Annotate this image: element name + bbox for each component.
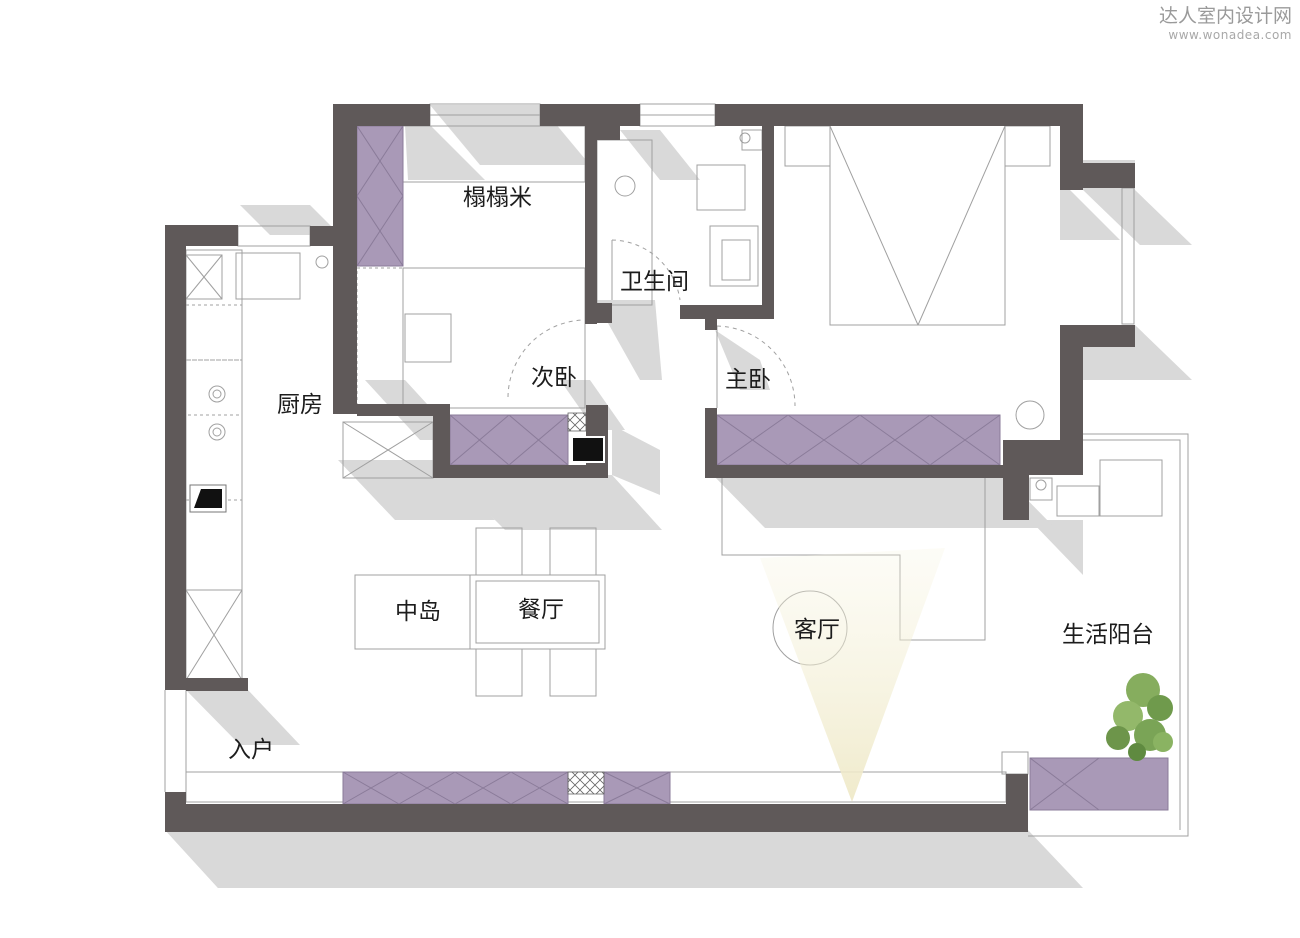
watermark-url: www.wonadea.com [1168, 28, 1292, 42]
watermark: 达人室内设计网 www.wonadea.com [1159, 5, 1292, 42]
label-tatami: 榻榻米 [463, 185, 532, 211]
light-beam [760, 548, 945, 802]
label-master-bedroom: 主卧 [725, 367, 771, 393]
label-second-bedroom: 次卧 [531, 365, 577, 391]
plant-icon [1106, 673, 1173, 761]
label-living: 客厅 [794, 617, 840, 643]
label-entrance: 入户 [228, 737, 274, 763]
cabinets [342, 125, 1169, 811]
label-balcony: 生活阳台 [1062, 622, 1154, 648]
oven [189, 484, 227, 513]
hatched-panels [567, 412, 605, 795]
label-island: 中岛 [395, 599, 441, 625]
room-labels: 榻榻米 卫生间 次卧 主卧 厨房 中岛 餐厅 客厅 生活阳台 入户 [228, 185, 1154, 763]
watermark-title: 达人室内设计网 [1159, 5, 1292, 27]
label-bathroom: 卫生间 [620, 269, 689, 295]
label-kitchen: 厨房 [277, 392, 323, 418]
fridge [571, 436, 605, 463]
label-dining: 餐厅 [518, 597, 564, 623]
walls [165, 104, 1135, 832]
